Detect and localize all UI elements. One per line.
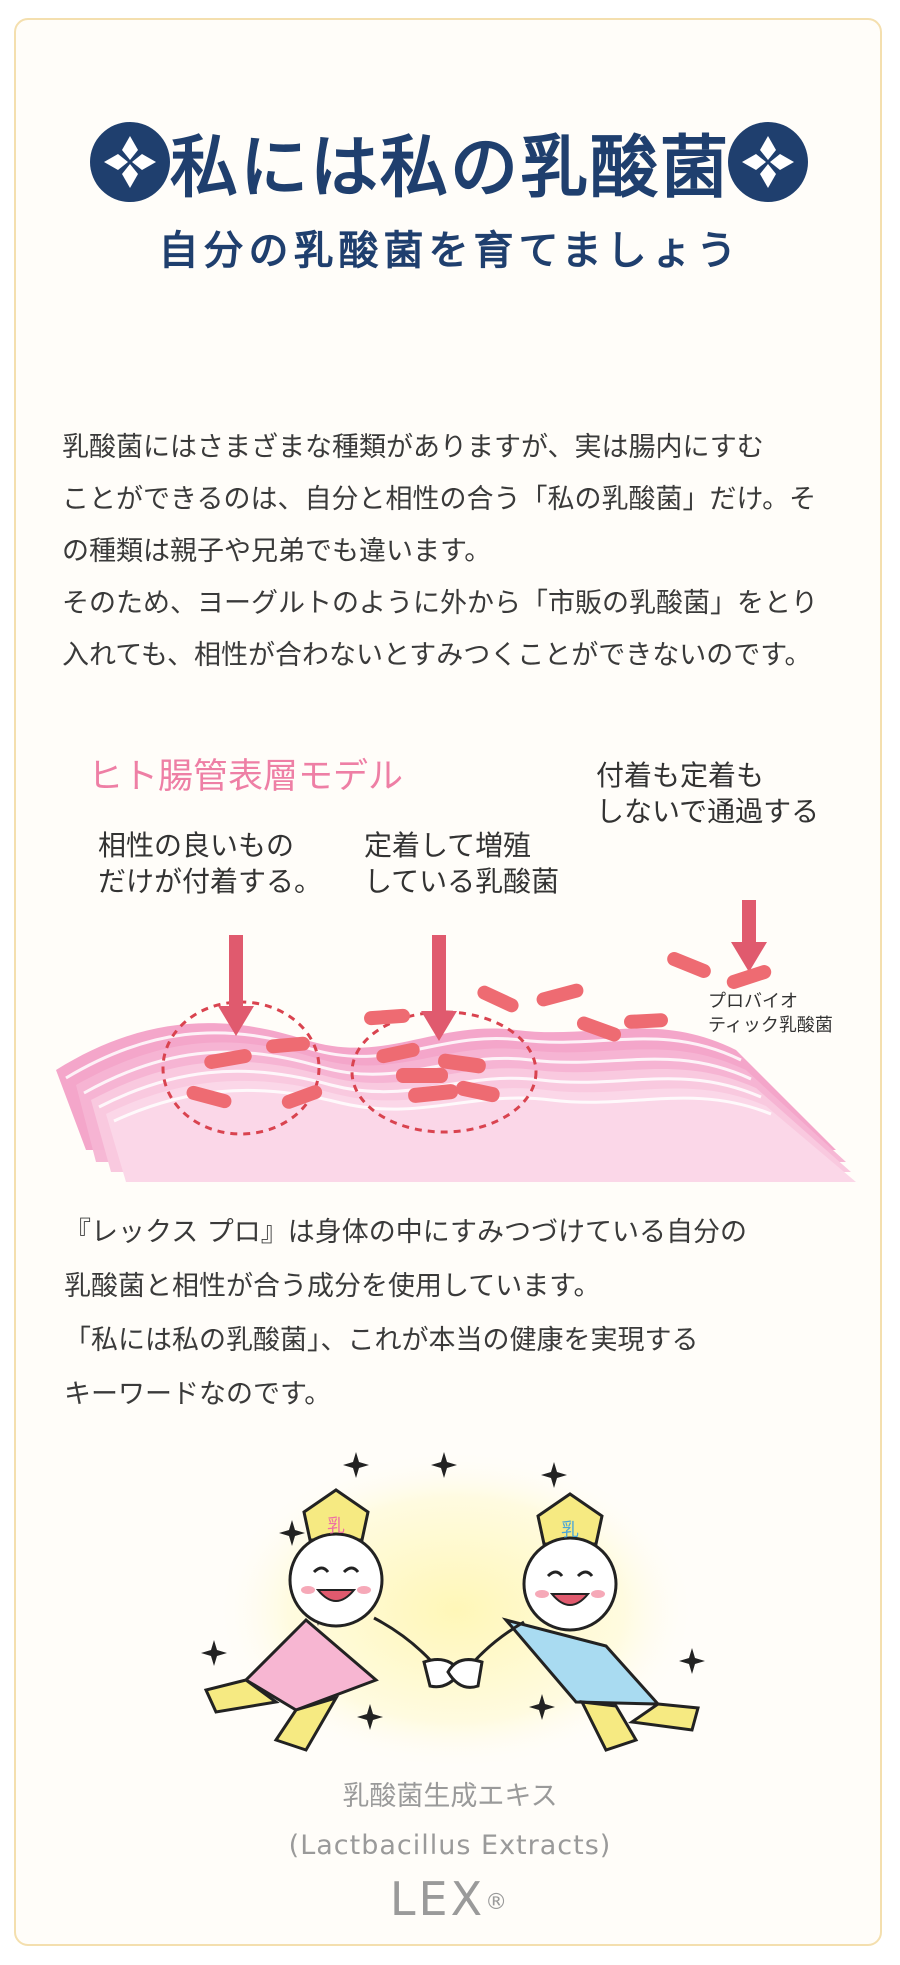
intro-line: 乳酸菌にはさまざまな種類がありますが、実は腸内にすむ <box>62 432 764 463</box>
bacteria-group <box>186 952 772 1109</box>
intro-line: ことができるのは、自分と相性の合う「私の乳酸菌」だけ。そ <box>62 484 817 515</box>
arrow-down-icon <box>218 935 254 1036</box>
registered-mark: ® <box>485 1890 511 1915</box>
mascot-right: 乳 <box>460 1492 700 1752</box>
page-subtitle: 自分の乳酸菌を育てましょう <box>158 227 742 274</box>
mascot-left: 乳 <box>203 1488 446 1752</box>
body-line: 『レックス プロ』は身体の中にすみつづけている自分の <box>64 1217 748 1248</box>
mascot-illustration: 乳 乳 <box>201 1450 705 1770</box>
diamond-badge-icon-left <box>90 122 170 202</box>
intro-paragraph: 乳酸菌にはさまざまな種類がありますが、実は腸内にすむ ことができるのは、自分と相… <box>62 422 818 682</box>
label-passing: 付着も定着も しないで通過する <box>596 759 820 828</box>
holding-hands <box>422 1658 484 1689</box>
label-probiotic: プロバイオ ティック乳酸菌 <box>708 991 833 1036</box>
mascot-badge-left: 乳 <box>327 1516 345 1537</box>
body-line: キーワードなのです。 <box>64 1379 332 1410</box>
model-heading: ヒト腸管表層モデル <box>88 757 404 797</box>
page-frame: 私には私の乳酸菌 自分の乳酸菌を育てましょう 乳酸菌にはさまざまな種類があります… <box>14 18 882 1946</box>
label-attached: 相性の良いもの だけが付着する。 <box>98 829 323 898</box>
body-line: 「私には私の乳酸菌」、これが本当の健康を実現する <box>64 1325 699 1356</box>
arrow-down-icon <box>731 900 767 972</box>
intro-line: 入れても、相性が合わないとすみつくことができないのです。 <box>62 640 812 671</box>
extract-caption-english: (Lactbacillus Extracts) <box>288 1830 612 1861</box>
lex-logo: LEX® <box>16 1872 880 1926</box>
body-paragraph: 『レックス プロ』は身体の中にすみつづけている自分の 乳酸菌と相性が合う成分を使… <box>64 1206 747 1422</box>
label-colonizing: 定着して増殖 している乳酸菌 <box>364 829 560 898</box>
lex-logo-text: LEX <box>389 1872 486 1926</box>
intro-line: そのため、ヨーグルトのように外から「市販の乳酸菌」をとり <box>62 588 818 619</box>
intestine-model-illustration <box>56 900 856 1182</box>
intro-line: の種類は親子や兄弟でも違います。 <box>62 536 492 567</box>
extract-caption: 乳酸菌生成エキス <box>342 1781 558 1812</box>
body-line: 乳酸菌と相性が合う成分を使用しています。 <box>64 1271 601 1302</box>
colony-zone-circle <box>350 1010 538 1134</box>
diamond-badge-icon-right <box>728 122 808 202</box>
arrow-down-icon <box>421 935 457 1041</box>
page-title: 私には私の乳酸菌 <box>169 128 730 208</box>
mascot-badge-right: 乳 <box>561 1520 579 1541</box>
